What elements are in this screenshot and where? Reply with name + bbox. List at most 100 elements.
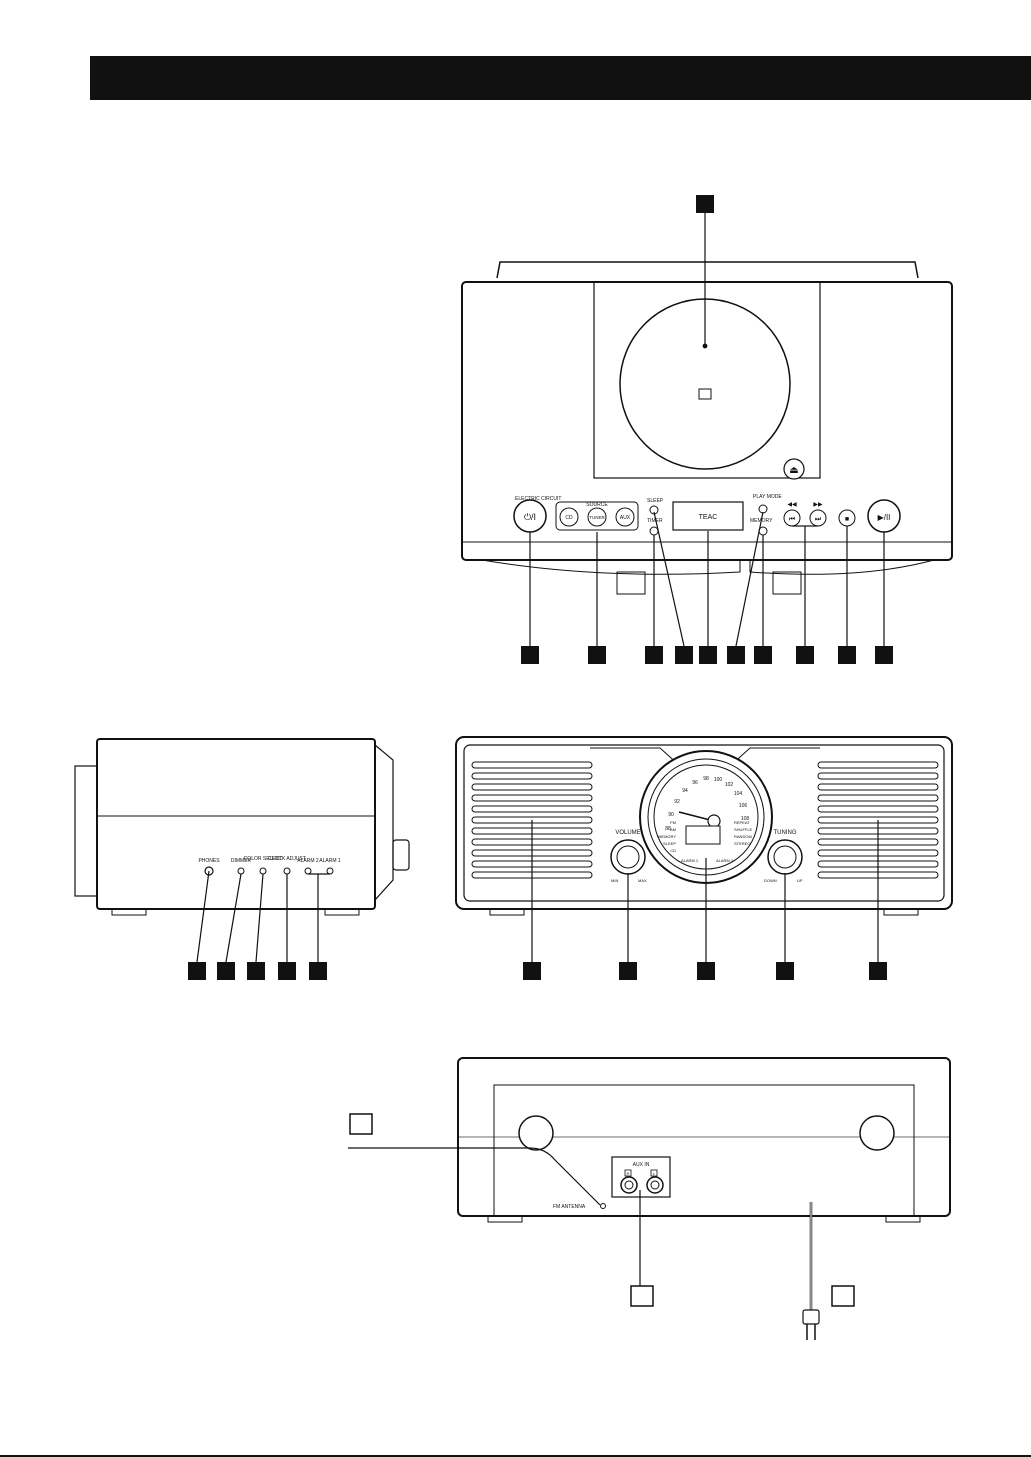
svg-text:STEREO: STEREO: [734, 841, 750, 846]
tuning-up-label: UP: [797, 878, 803, 883]
volume-knob[interactable]: [610, 839, 646, 875]
cd-source-button[interactable]: [559, 507, 579, 527]
callout-play-mode: [727, 646, 745, 664]
display-brand: TEAC: [699, 514, 718, 521]
svg-text:92: 92: [674, 799, 680, 805]
stop-icon: ■: [845, 516, 849, 523]
callout-tuning: [776, 962, 794, 980]
alarm-2-button[interactable]: [304, 867, 312, 875]
power-icon: ⏻/I: [524, 512, 536, 522]
left-bass-port: [518, 1115, 554, 1151]
alarm-1-indicator: ALARM 1: [681, 858, 699, 863]
fm-antenna-wire: [348, 1147, 601, 1206]
tuner-source-label: TUNER: [589, 515, 605, 520]
svg-text:FM: FM: [670, 820, 676, 825]
eject-button[interactable]: [783, 458, 805, 480]
svg-text:100: 100: [714, 777, 723, 783]
svg-text:88: 88: [665, 826, 671, 832]
eject-icon: ⏏: [789, 465, 798, 476]
tuner-source-button[interactable]: [587, 507, 607, 527]
svg-text:SLEEP: SLEEP: [663, 841, 676, 846]
callout-aux-in: [630, 1285, 654, 1307]
color-select-button[interactable]: [259, 867, 267, 875]
aux-in-label: AUX IN: [633, 1162, 650, 1168]
svg-text:90: 90: [668, 812, 674, 818]
volume-label: VOLUME: [615, 830, 640, 836]
tuning-down-label: DOWN: [764, 878, 777, 883]
callout-left-speaker: [523, 962, 541, 980]
callout-timer: [645, 646, 663, 664]
dimmer-button[interactable]: [237, 867, 245, 875]
fm-antenna-label: FM ANTENNA: [553, 1204, 586, 1210]
callout-cd-lid: [696, 195, 714, 213]
callout-stop: [838, 646, 856, 664]
aux-in-l-jack[interactable]: [646, 1176, 664, 1194]
front-view: ⏏ ELECTRIC CIRCUIT ⏻/I SOURCE CD TUNER A…: [461, 195, 953, 664]
tuning-label: TUNING: [774, 830, 797, 836]
callout-right-speaker: [869, 962, 887, 980]
svg-text:SHUFFLE: SHUFFLE: [734, 827, 753, 832]
tuning-knob[interactable]: [767, 839, 803, 875]
play-mode-button[interactable]: [758, 504, 768, 514]
callout-display: [699, 646, 717, 664]
callout-dial: [697, 962, 715, 980]
callout-power: [521, 646, 539, 664]
fm-antenna-terminal[interactable]: [600, 1203, 606, 1209]
dial-display: [685, 825, 721, 845]
color-select-label: COLOR SELECT: [244, 856, 283, 862]
alarm-1-label: ALARM 1: [319, 858, 341, 864]
dial-left-indicators: FM AM MEMORY SLEEP CD: [658, 820, 676, 853]
rear-view: AUX IN R L FM ANTENNA: [348, 1057, 951, 1340]
disc-logo-icon: [698, 388, 712, 400]
callout-memory: [754, 646, 772, 664]
section-header-bar: [90, 56, 1031, 100]
source-buttons: CD TUNER AUX: [559, 507, 635, 527]
alarm-2-indicator: ALARM 2: [716, 858, 734, 863]
aux-source-label: AUX: [620, 515, 631, 521]
top-view: 88 90 92 94 96 98 100 102 104 106 108 FM…: [455, 736, 953, 980]
play-pause-icon: ▶/II: [878, 513, 891, 522]
svg-text:104: 104: [734, 791, 743, 797]
side-view: PHONES DIMMER COLOR SELECT CLOCK ADJUST …: [74, 738, 410, 980]
svg-text:102: 102: [725, 782, 734, 788]
svg-text:108: 108: [741, 816, 750, 822]
callout-sleep: [675, 646, 693, 664]
timer-button[interactable]: [649, 526, 659, 536]
alarm-1-button[interactable]: [326, 867, 334, 875]
callout-play: [875, 646, 893, 664]
cd-source-label: CD: [565, 515, 573, 521]
skip-back-symbol: ◀◀: [787, 502, 797, 508]
callout-skip: [796, 646, 814, 664]
aux-l-label: L: [653, 1171, 656, 1176]
dial-scale: 88 90 92 94 96 98 100 102 104 106 108: [665, 776, 749, 832]
volume-min-label: MIN: [611, 878, 618, 883]
clock-adjust-button[interactable]: [283, 867, 291, 875]
svg-text:106: 106: [739, 803, 748, 809]
svg-text:CD: CD: [670, 848, 676, 853]
alarm-2-label: ALARM 2: [297, 858, 319, 864]
right-bass-port: [859, 1115, 895, 1151]
svg-text:94: 94: [682, 788, 688, 794]
callout-dimmer: [217, 962, 235, 980]
callout-color-select: [247, 962, 265, 980]
callout-phones: [188, 962, 206, 980]
callout-volume: [619, 962, 637, 980]
callout-source: [588, 646, 606, 664]
callout-power-cord: [831, 1285, 855, 1307]
svg-text:98: 98: [703, 776, 709, 782]
play-mode-label: PLAY MODE: [753, 494, 782, 500]
skip-forward-symbol: ▶▶: [813, 502, 823, 508]
aux-source-button[interactable]: [615, 507, 635, 527]
sleep-label: SLEEP: [647, 498, 664, 504]
skip-back-icon: ⏮: [789, 516, 795, 523]
callout-clock-adjust: [278, 962, 296, 980]
svg-text:REPEAT: REPEAT: [734, 820, 750, 825]
callout-fm-antenna: [349, 1113, 373, 1135]
callout-alarm: [309, 962, 327, 980]
svg-text:96: 96: [692, 780, 698, 786]
source-group-label: SOURCE: [586, 502, 608, 508]
aux-in-r-jack[interactable]: [620, 1176, 638, 1194]
standby-label: ELECTRIC CIRCUIT: [515, 496, 561, 502]
skip-forward-icon: ⏭: [815, 516, 822, 523]
